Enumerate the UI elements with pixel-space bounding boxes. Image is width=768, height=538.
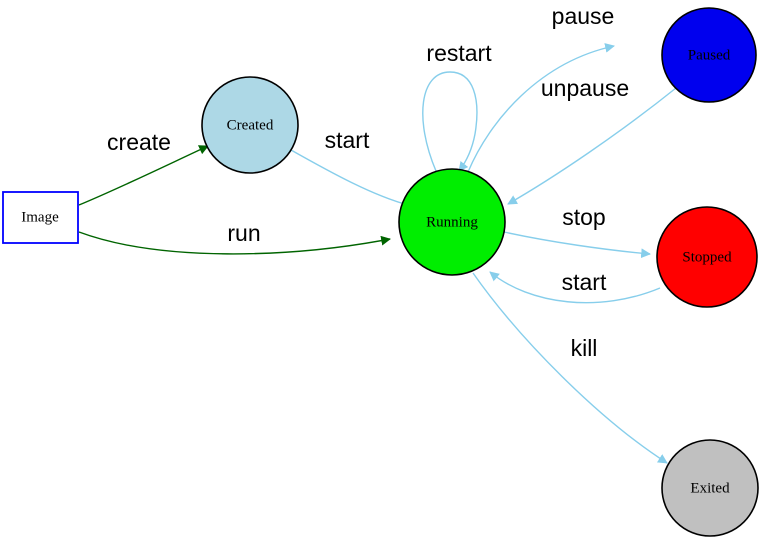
edge-kill-path [472, 272, 668, 464]
node-stopped-shape [656, 206, 758, 308]
edge-stop-label: stop [562, 204, 605, 230]
node-exited-label: Exited [690, 480, 730, 496]
edge-create-label: create [107, 129, 171, 155]
node-paused[interactable]: Paused [661, 7, 757, 103]
edge-stop-path [503, 231, 651, 259]
edge-stop[interactable]: stop [503, 204, 651, 259]
edge-kill-label: kill [571, 335, 598, 361]
edge-start-created[interactable]: start [290, 127, 413, 209]
edge-unpause-path [507, 87, 677, 205]
edge-restart-path [422, 71, 478, 172]
node-image[interactable]: Image [2, 191, 79, 244]
node-image-shape [2, 191, 79, 244]
edge-run-path [78, 231, 391, 255]
node-created-shape [201, 76, 299, 174]
node-paused-label: Paused [688, 47, 731, 63]
node-created[interactable]: Created [201, 76, 299, 174]
node-running-shape [398, 168, 506, 276]
edge-run-label: run [227, 220, 260, 246]
edges-layer: create run start restart pause unpause [78, 3, 677, 464]
node-exited[interactable]: Exited [661, 439, 759, 537]
node-running-label: Running [426, 214, 478, 230]
edge-pause-path [467, 43, 615, 173]
edge-kill[interactable]: kill [472, 272, 668, 464]
node-running[interactable]: Running [398, 168, 506, 276]
node-image-label: Image [21, 209, 59, 225]
node-stopped[interactable]: Stopped [656, 206, 758, 308]
edge-start-stopped-path [489, 271, 661, 304]
edge-restart-label: restart [426, 40, 492, 66]
edge-unpause[interactable]: unpause [507, 75, 677, 205]
nodes-layer: Image Created Running Paused Stopped Exi [2, 7, 759, 537]
edge-create-path [78, 145, 209, 206]
node-created-label: Created [227, 117, 274, 133]
edge-start-created-path [290, 149, 413, 209]
edge-restart[interactable]: restart [422, 40, 492, 172]
node-stopped-label: Stopped [682, 249, 732, 265]
edge-start-stopped-label: start [562, 269, 607, 295]
node-exited-shape [661, 439, 759, 537]
edge-start-stopped[interactable]: start [489, 269, 661, 304]
edge-run[interactable]: run [78, 220, 391, 255]
edge-pause-label: pause [552, 3, 615, 29]
edge-pause[interactable]: pause [467, 3, 615, 173]
node-paused-shape [661, 7, 757, 103]
edge-create[interactable]: create [78, 129, 209, 206]
edge-unpause-label: unpause [541, 75, 629, 101]
edge-start-created-label: start [325, 127, 370, 153]
